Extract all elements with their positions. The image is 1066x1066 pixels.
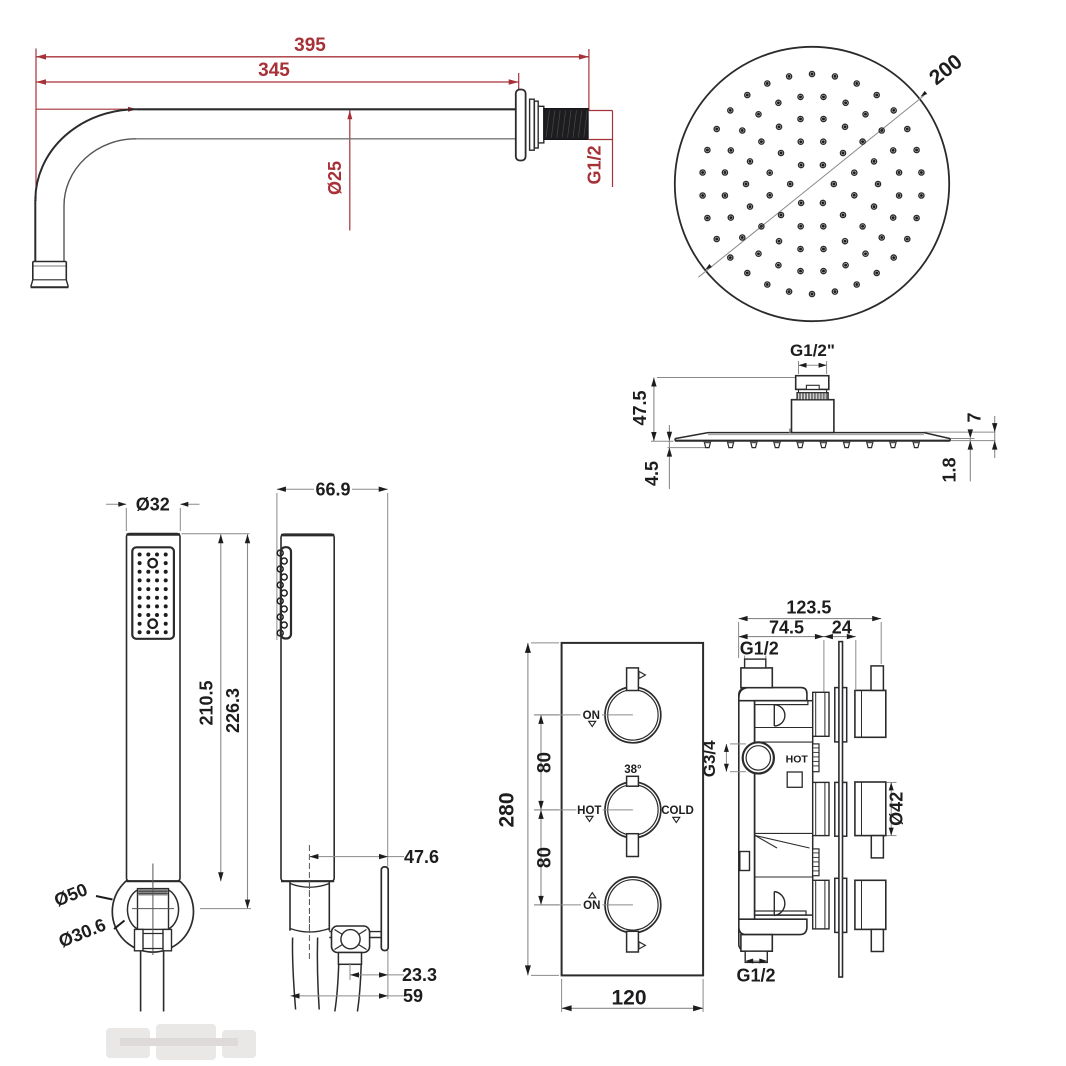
svg-text:210.5: 210.5 xyxy=(196,680,216,725)
svg-text:Ø42: Ø42 xyxy=(887,792,907,826)
svg-text:47.5: 47.5 xyxy=(630,390,650,425)
svg-text:4.5: 4.5 xyxy=(642,461,662,486)
svg-text:123.5: 123.5 xyxy=(786,598,831,618)
svg-text:47.6: 47.6 xyxy=(404,847,439,867)
svg-text:ON: ON xyxy=(583,900,600,912)
svg-text:G1/2: G1/2 xyxy=(740,639,779,659)
svg-text:395: 395 xyxy=(294,35,326,56)
svg-text:7: 7 xyxy=(965,412,985,422)
svg-text:280: 280 xyxy=(496,792,519,827)
svg-text:23.3: 23.3 xyxy=(402,965,437,985)
svg-text:59: 59 xyxy=(403,986,423,1006)
svg-text:74.5: 74.5 xyxy=(769,618,804,638)
svg-text:80: 80 xyxy=(534,847,555,868)
svg-text:Ø32: Ø32 xyxy=(136,495,170,515)
svg-text:G1/2: G1/2 xyxy=(736,966,775,986)
svg-text:ON: ON xyxy=(583,710,600,722)
svg-text:G1/2": G1/2" xyxy=(790,341,835,360)
svg-text:120: 120 xyxy=(611,987,646,1010)
svg-text:66.9: 66.9 xyxy=(315,479,350,499)
svg-text:HOT: HOT xyxy=(577,805,601,817)
svg-text:345: 345 xyxy=(258,60,290,81)
svg-text:80: 80 xyxy=(534,752,555,773)
svg-text:G3/4: G3/4 xyxy=(700,740,719,777)
svg-text:24: 24 xyxy=(832,618,852,638)
svg-text:COLD: COLD xyxy=(661,805,694,817)
svg-text:38°: 38° xyxy=(624,764,642,776)
svg-text:HOT: HOT xyxy=(786,753,809,765)
svg-text:G1/2: G1/2 xyxy=(585,145,605,184)
svg-text:1.8: 1.8 xyxy=(940,457,960,482)
svg-text:226.3: 226.3 xyxy=(223,688,243,733)
svg-text:Ø25: Ø25 xyxy=(325,161,345,195)
